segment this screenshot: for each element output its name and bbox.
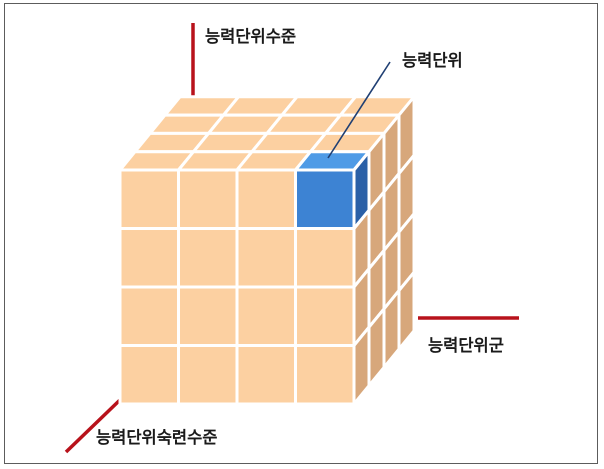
unit-pointer-line xyxy=(327,61,391,159)
front-cell xyxy=(177,168,239,230)
front-cell xyxy=(118,227,180,289)
front-cell xyxy=(294,344,356,406)
front-cell xyxy=(118,344,180,406)
front-cell xyxy=(235,227,297,289)
front-cell xyxy=(177,227,239,289)
front-cell xyxy=(294,227,356,289)
highlight-cell-side xyxy=(352,150,371,230)
front-cell xyxy=(177,344,239,406)
diagonal-axis-label: 능력단위숙련수준 xyxy=(96,428,218,447)
front-cell xyxy=(235,344,297,406)
right-axis-label: 능력단위군 xyxy=(428,336,504,355)
diagonal-axis-line xyxy=(64,396,124,454)
front-cell xyxy=(177,285,239,347)
unit-label: 능력단위 xyxy=(402,51,463,70)
front-cell xyxy=(294,285,356,347)
vertical-axis-label: 능력단위수준 xyxy=(205,27,297,46)
front-cell xyxy=(235,168,297,230)
highlight-cell-front xyxy=(294,168,356,230)
front-cell xyxy=(118,168,180,230)
front-cell xyxy=(235,285,297,347)
front-cell xyxy=(118,285,180,347)
cube-front-face xyxy=(118,150,371,406)
